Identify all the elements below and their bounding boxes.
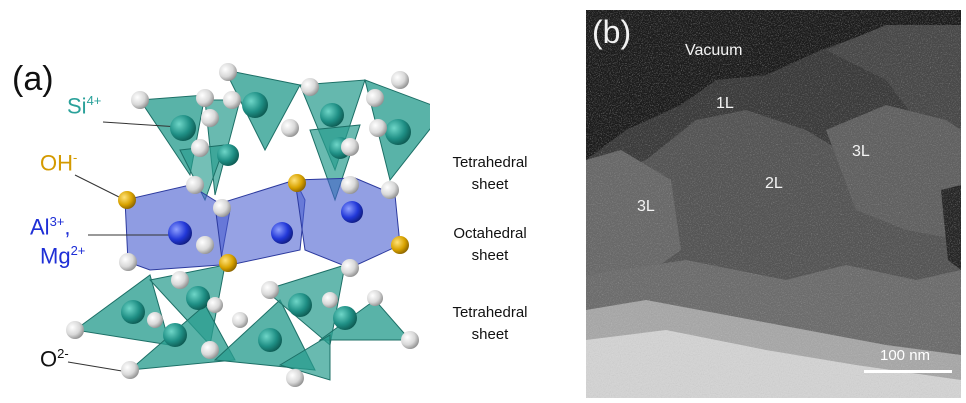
octahedral-sheet (124, 177, 401, 271)
tem-micrograph (586, 10, 961, 398)
o-label: O2- (40, 346, 69, 372)
o-atoms (66, 63, 419, 387)
al-mg-atoms (168, 201, 363, 245)
layer-3l-label-right: 3L (852, 143, 870, 160)
al-mg-label: Al3+, Mg2+ (30, 214, 86, 269)
layer-3l-label-left: 3L (637, 198, 655, 215)
oh-label: OH- (40, 150, 78, 176)
scale-bar-label: 100 nm (880, 347, 931, 364)
panel-label-b: (b) (592, 14, 632, 50)
panel-label-a: (a) (12, 60, 54, 98)
vacuum-label: Vacuum (685, 42, 743, 59)
oh-atoms (118, 174, 409, 272)
scale-bar (864, 370, 952, 373)
si-label: Si4+ (67, 93, 102, 119)
layer-2l-label: 2L (765, 175, 783, 192)
layer-1l-label: 1L (716, 95, 734, 112)
clay-structure-diagram (66, 63, 430, 387)
